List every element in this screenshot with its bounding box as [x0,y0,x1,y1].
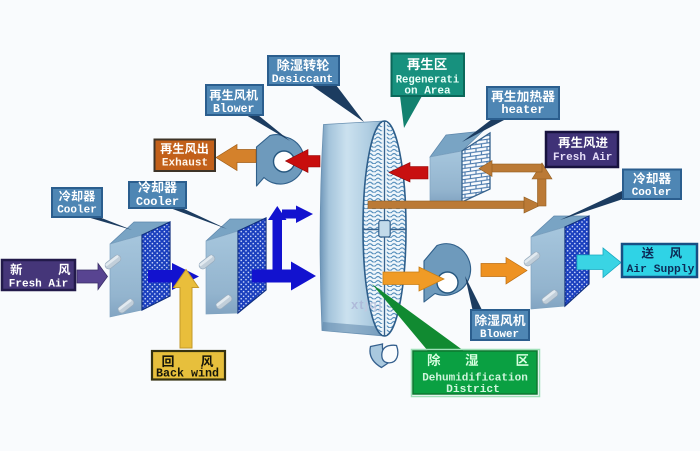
svg-text:Blower: Blower [480,329,519,341]
svg-text:Desiccant: Desiccant [272,74,334,86]
svg-text:Cooler: Cooler [57,205,97,217]
svg-text:Fresh Air: Fresh Air [9,279,68,291]
svg-text:Air Supply: Air Supply [627,264,695,276]
svg-text:Regenerati: Regenerati [396,75,460,87]
svg-text:Cooler: Cooler [632,187,672,199]
svg-text:heater: heater [501,103,544,117]
svg-text:Exhaust: Exhaust [162,158,208,170]
svg-text:Blower: Blower [213,103,255,116]
svg-text:Cooler: Cooler [136,195,179,209]
svg-text:on Area: on Area [404,86,451,98]
svg-text:Fresh Air: Fresh Air [553,152,612,164]
svg-text:Dehumidification: Dehumidification [422,373,528,385]
svg-text:Back wind: Back wind [156,367,219,381]
svg-text:xtjqj: xtjqj [351,297,383,312]
svg-text:District: District [446,384,500,396]
